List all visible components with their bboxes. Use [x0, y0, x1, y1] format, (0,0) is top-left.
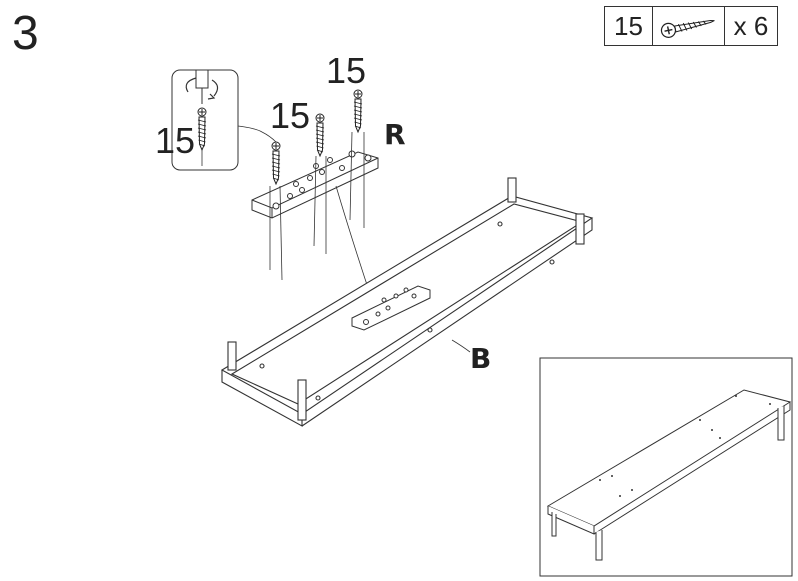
- step-number: 3: [12, 7, 39, 60]
- bracket-label: R: [384, 118, 406, 151]
- screw-label-top: 15: [326, 50, 366, 91]
- completed-bench-inset: [539, 357, 793, 577]
- parts-legend: 15 x 6: [604, 6, 778, 46]
- part-id: 15: [605, 7, 653, 45]
- screw-label-inset: 15: [155, 120, 195, 161]
- screw-icon: [353, 89, 363, 133]
- screw-icon: [315, 113, 325, 157]
- part-quantity: x 6: [733, 10, 769, 41]
- screw-icon: [271, 141, 281, 185]
- screw-icon: [197, 107, 207, 151]
- screwdriver-inset: [171, 69, 277, 171]
- screw-label-middle: 15: [270, 95, 310, 136]
- bracket-r-mounted: [351, 285, 431, 331]
- frame-label: B: [470, 342, 491, 375]
- screw-icon: [653, 7, 725, 45]
